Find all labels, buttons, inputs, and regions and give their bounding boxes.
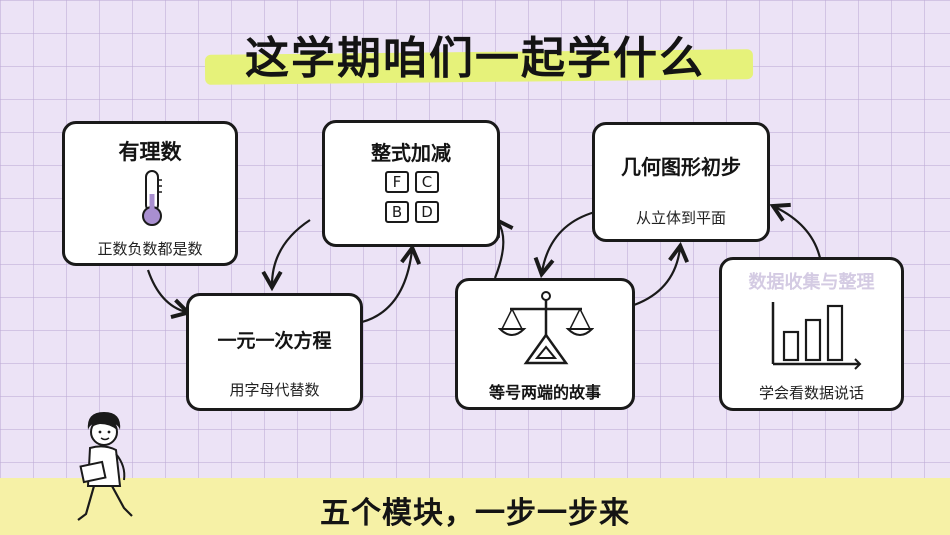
- module-title: 一元一次方程: [217, 330, 332, 352]
- module-title: 等号两端的故事: [488, 383, 601, 402]
- tile-b: B: [385, 201, 409, 223]
- module-title: 几何图形初步: [621, 155, 741, 179]
- module-title: 整式加减: [371, 141, 451, 165]
- letter-tiles-icon: F C B D: [385, 171, 443, 227]
- module-subtitle: 正数负数都是数: [97, 240, 203, 258]
- arrow-data-to-geometry: [769, 202, 822, 259]
- module-card-geometry: 几何图形初步 从立体到平面: [592, 122, 770, 242]
- footer-text: 五个模块，一步一步来: [320, 496, 630, 531]
- tile-c: C: [415, 171, 439, 193]
- module-subtitle: 用字母代替数: [229, 381, 320, 399]
- title-area: 这学期咱们一起学什么: [0, 18, 950, 88]
- module-title: 有理数: [118, 140, 182, 164]
- footer-band: 五个模块，一步一步来: [0, 478, 950, 535]
- arrow-equation-to-polynomial-b: [361, 243, 422, 324]
- walking-student-illustration: [77, 412, 133, 521]
- page-title: 这学期咱们一起学什么: [245, 33, 705, 84]
- balance-scale-icon: [498, 291, 594, 365]
- module-title: 数据收集与整理: [748, 272, 875, 293]
- arrow-equation-to-polynomial-a: [261, 219, 311, 292]
- module-subtitle: 学会看数据说话: [758, 384, 864, 402]
- tile-d: D: [415, 201, 439, 223]
- tile-f: F: [385, 171, 409, 193]
- module-subtitle: 从立体到平面: [635, 209, 726, 227]
- module-card-data-collection: 数据收集与整理 学会看数据说话: [719, 257, 904, 411]
- arrow-polynomial-to-equality-b: [533, 210, 596, 279]
- module-card-rational-numbers: 有理数 正数负数都是数: [62, 121, 238, 266]
- arrow-rational-to-equation: [146, 269, 192, 319]
- arrow-equality-to-geometry: [633, 241, 689, 307]
- module-card-equality-story: 等号两端的故事: [455, 278, 635, 410]
- module-card-polynomials: 整式加减 F C B D: [322, 120, 500, 247]
- module-card-linear-equation: 一元一次方程 用字母代替数: [186, 293, 363, 411]
- thermometer-icon: [142, 170, 162, 226]
- bar-chart-icon: [771, 302, 862, 370]
